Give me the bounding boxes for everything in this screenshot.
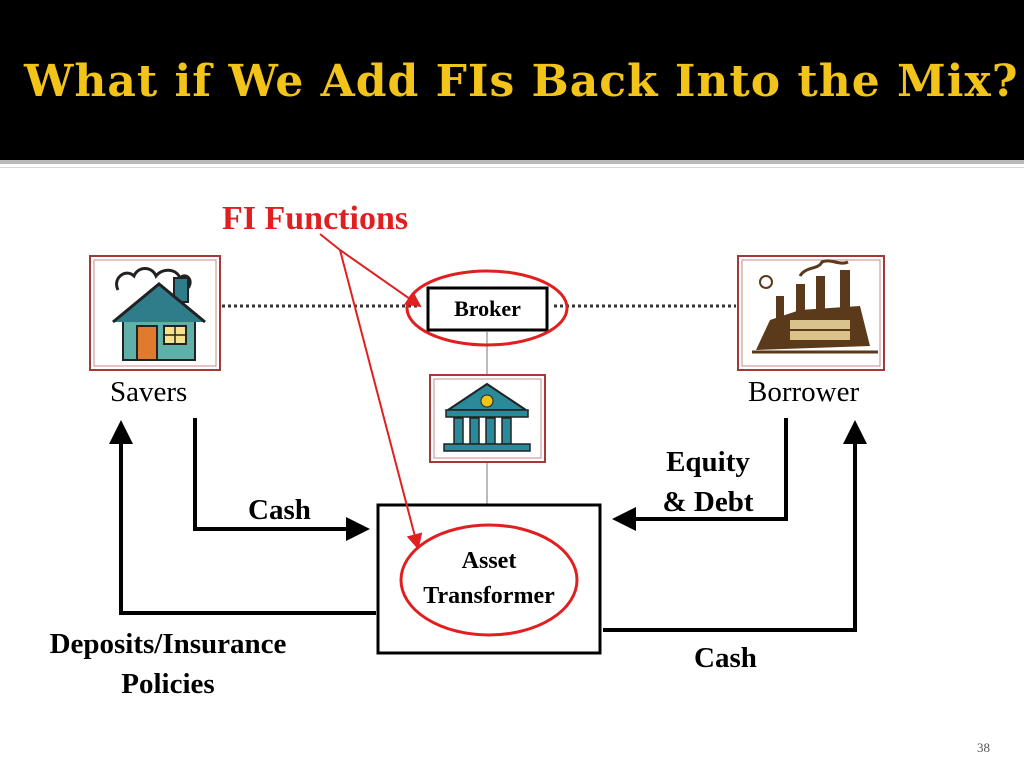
factory-icon (737, 255, 885, 371)
fi-functions-arrow-transformer (339, 249, 423, 550)
equity-debt-label-line2: & Debt (662, 486, 754, 518)
title-divider-thin (0, 167, 1024, 168)
deposits-arrow (109, 420, 376, 615)
slide-number: 38 (977, 740, 990, 755)
cash-out-label: Cash (694, 642, 757, 674)
equity-debt-label-line1: Equity (666, 446, 750, 478)
title-bar: What if We Add FIs Back Into the Mix? (0, 0, 1024, 160)
equity-debt-arrow (612, 418, 788, 531)
slide-title: What if We Add FIs Back Into the Mix? (24, 56, 1019, 107)
broker-highlight-ellipse (405, 269, 569, 347)
deposits-label-line2: Policies (121, 668, 215, 700)
broker-box (426, 286, 549, 332)
fi-functions-arrow-broker (319, 233, 422, 308)
asset-transformer-box (376, 503, 602, 655)
cash-in-label: Cash (248, 494, 311, 526)
asset-transformer-highlight-ellipse (399, 523, 579, 637)
savers-label: Savers (110, 376, 188, 408)
savers-cash-arrow (193, 418, 370, 541)
deposits-label-line1: Deposits/Insurance (49, 628, 287, 660)
asset-transformer-label-line2: Transformer (423, 583, 555, 609)
borrower-label: Borrower (748, 376, 860, 408)
house-icon (89, 255, 221, 371)
cash-to-borrower-arrow (603, 420, 867, 632)
bank-icon (429, 374, 546, 463)
fi-functions-label: FI Functions (222, 200, 409, 237)
broker-label: Broker (454, 296, 521, 321)
asset-transformer-label-line1: Asset (461, 548, 517, 574)
title-divider (0, 160, 1024, 164)
